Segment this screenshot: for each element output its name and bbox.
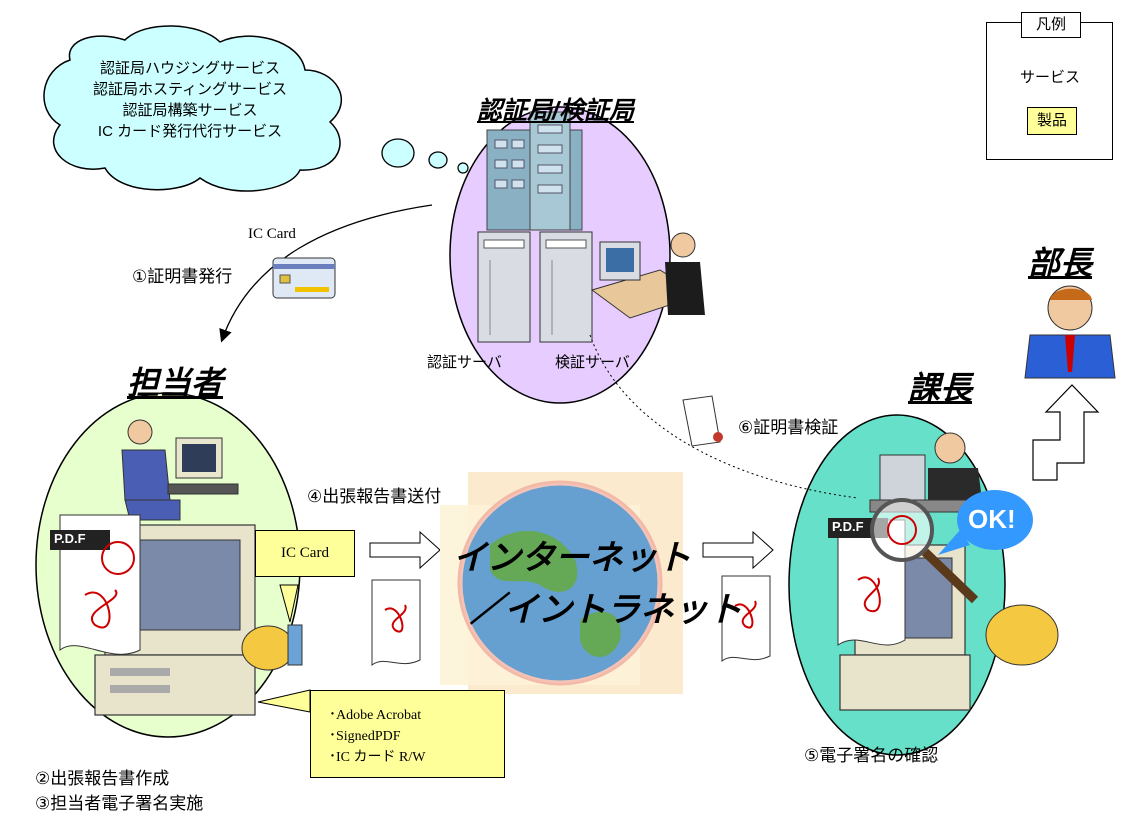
product-item-3: ･IC カード R/W <box>329 750 426 765</box>
auth-server-icon <box>477 231 531 343</box>
chief-person-icon <box>869 432 982 513</box>
service-cloud-text: 認証局ハウジングサービス 認証局ホスティングサービス 認証局構築サービス IC … <box>60 58 320 142</box>
approval-arrow <box>1032 384 1100 481</box>
step-6-label: ⑥証明書検証 <box>738 418 839 437</box>
step-2-label: ②出張報告書作成 <box>35 769 170 788</box>
legend-product-label: 製品 <box>1027 107 1077 135</box>
product-item-2: ･SignedPDF <box>329 729 401 744</box>
ic-card-callout: IC Card <box>255 530 355 577</box>
ok-label: OK! <box>968 504 1016 534</box>
step-4-label: ④出張報告書送付 <box>307 487 442 506</box>
step-1-label: ①証明書発行 <box>132 267 233 286</box>
ic-card-callout-tail <box>279 584 299 623</box>
verify-dotted-line <box>589 334 859 499</box>
ic-card-icon <box>272 257 336 299</box>
chief-pdf-label: P.D.F <box>832 519 864 534</box>
service-line-2: 認証局ホスティングサービス <box>92 81 288 98</box>
ok-bubble <box>938 490 1033 555</box>
legend-service-label: サービス <box>1020 69 1081 86</box>
department-head-icon <box>1024 285 1116 379</box>
products-callout-tail <box>257 689 311 713</box>
staff-pdf-label: P.D.F <box>54 531 86 546</box>
department-head-title: 部長 <box>1028 245 1093 281</box>
ic-card-callout-text: IC Card <box>281 545 329 561</box>
send-arrow-right <box>702 530 774 570</box>
network-label-line-2: ／イントラネット <box>470 591 742 629</box>
service-line-1: 認証局ハウジングサービス <box>99 60 280 77</box>
sent-document-right-icon <box>721 575 771 663</box>
staff-title: 担当者 <box>127 365 224 401</box>
step-3-label: ③担当者電子署名実施 <box>35 794 204 813</box>
network-globe-icon <box>440 472 683 694</box>
chief-title: 課長 <box>908 370 973 406</box>
magnifier-icon <box>870 498 979 604</box>
auth-server-label: 認証サーバ <box>427 354 502 371</box>
ic-reader-icon <box>287 624 303 666</box>
service-line-4: IC カード発行代行サービス <box>97 123 283 140</box>
building-icon <box>486 111 583 231</box>
operator-workstation-icon <box>590 232 705 319</box>
products-callout: ･Adobe Acrobat ･SignedPDF ･IC カード R/W <box>310 690 505 778</box>
service-cloud <box>43 25 469 192</box>
sent-document-left-icon <box>371 579 421 667</box>
step-5-label: ⑤電子署名の確認 <box>804 746 939 765</box>
staff-person-icon <box>121 419 239 521</box>
issue-arrow <box>219 204 433 343</box>
product-item-1: ･Adobe Acrobat <box>329 708 422 723</box>
legend-box <box>986 22 1113 160</box>
ic-card-label: IC Card <box>248 226 296 242</box>
verify-server-label: 検証サーバ <box>555 354 630 371</box>
legend-title: 凡例 <box>1021 12 1081 38</box>
certificate-scroll-icon <box>682 395 723 447</box>
network-label-line-1: インターネット <box>453 539 691 577</box>
ca-title: 認証局/検証局 <box>477 97 634 125</box>
send-arrow-left <box>369 530 441 570</box>
verify-server-icon <box>539 231 593 343</box>
service-line-3: 認証局構築サービス <box>122 102 258 119</box>
staff-pdf-document-icon <box>50 514 141 655</box>
